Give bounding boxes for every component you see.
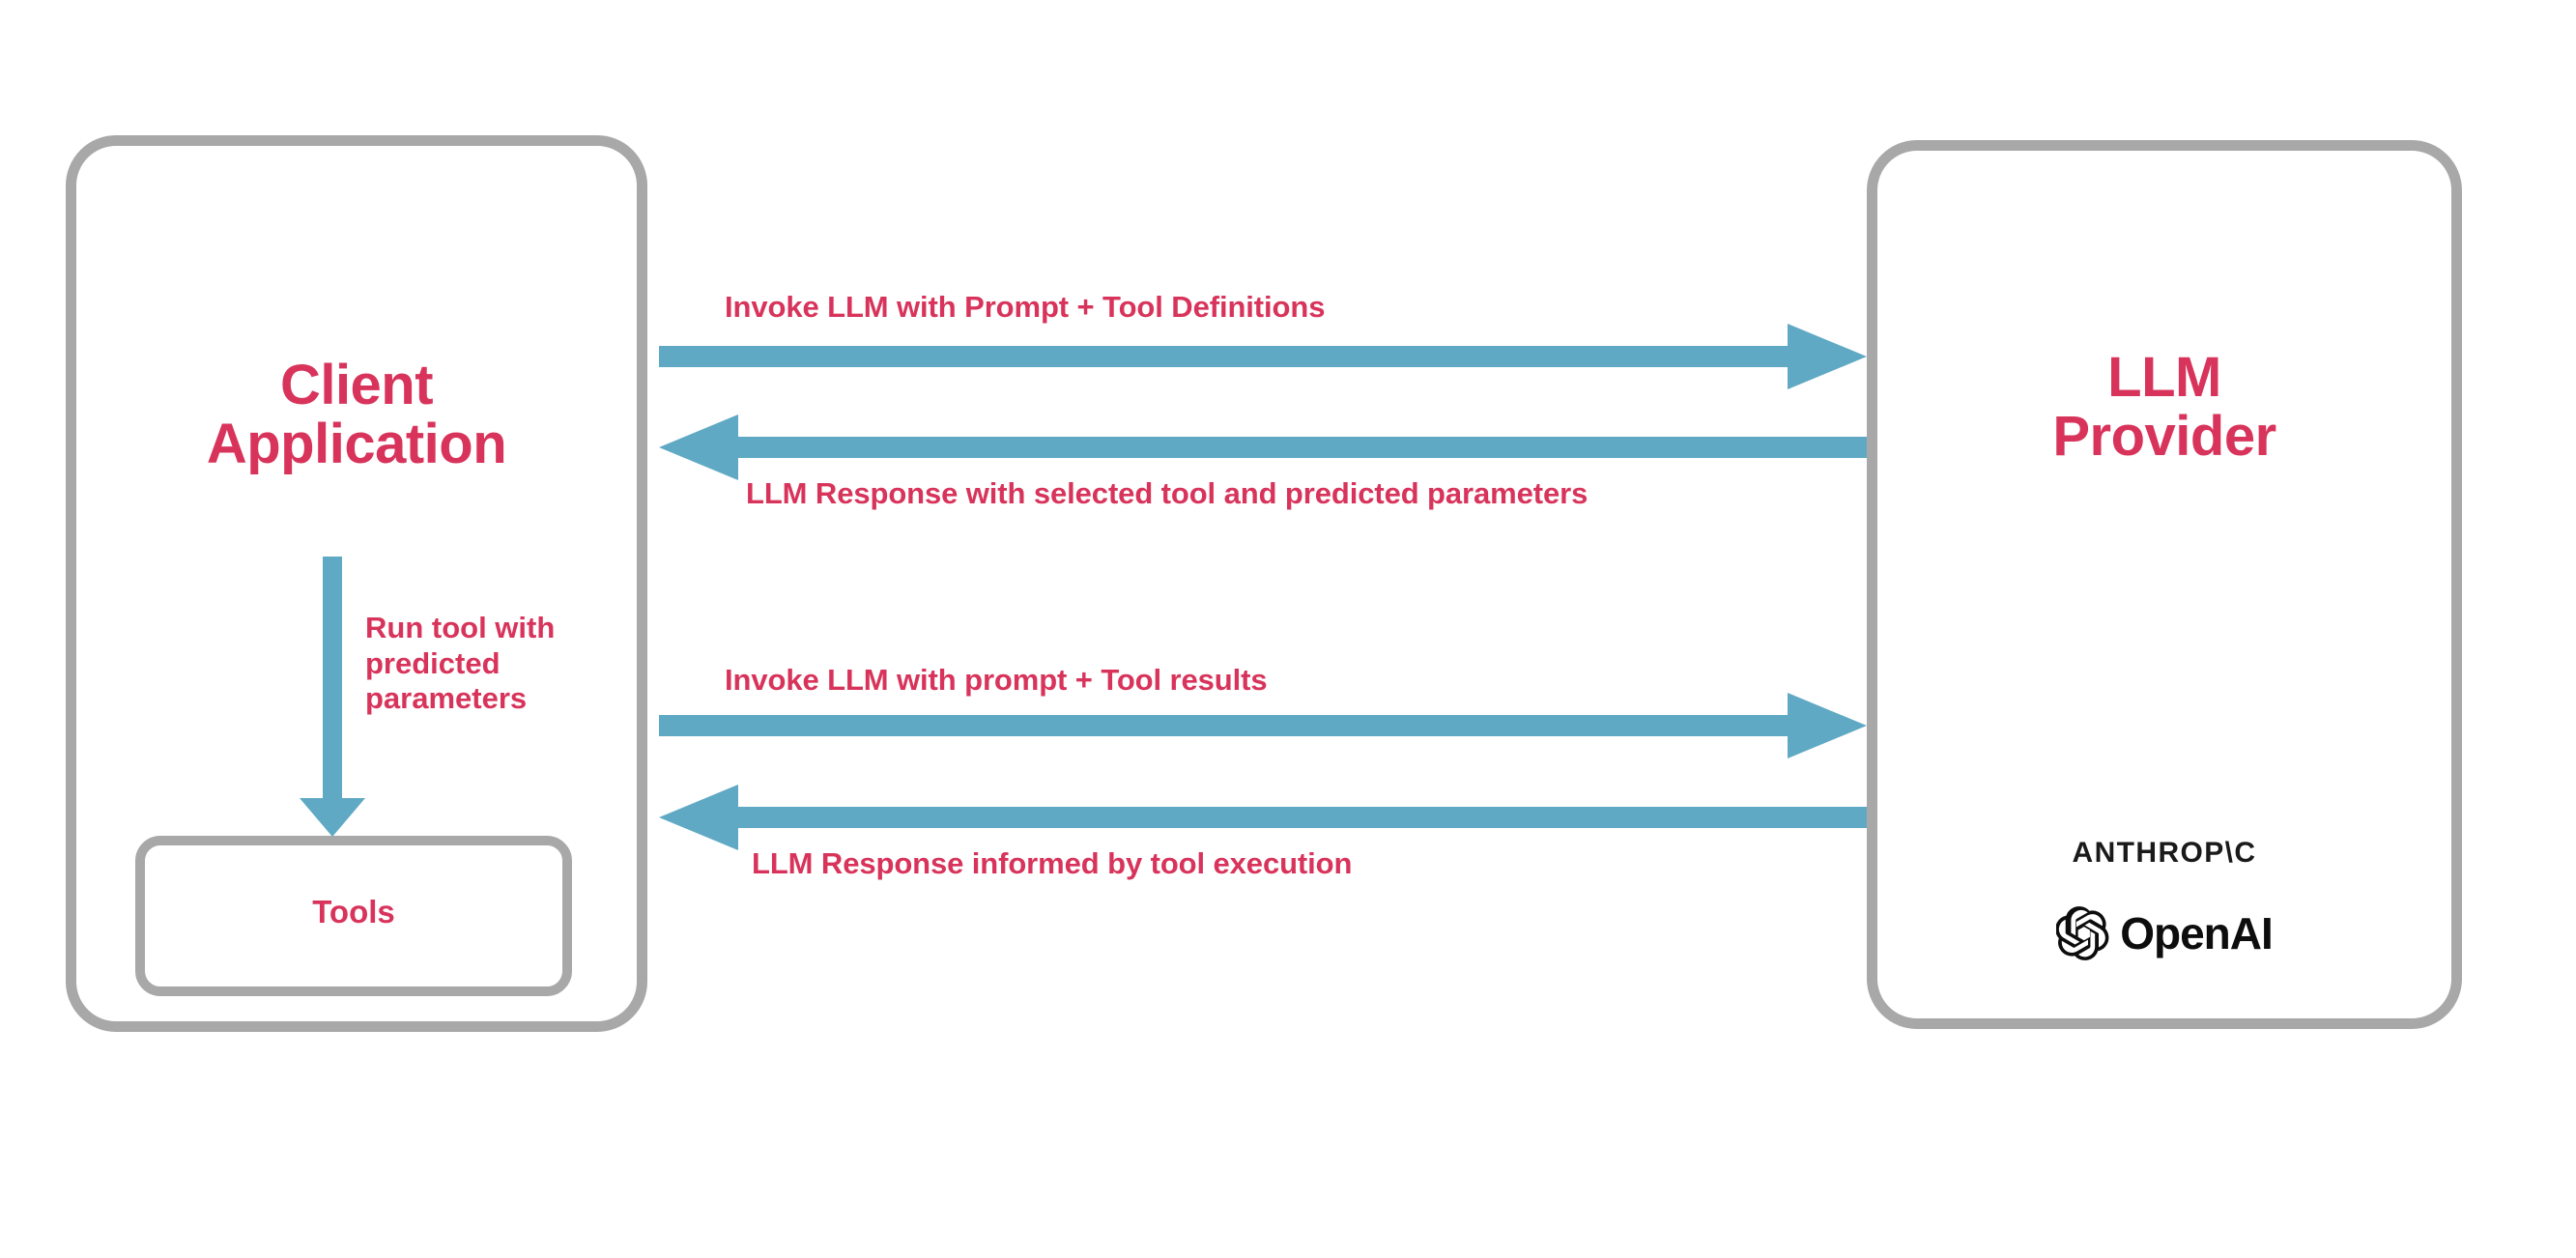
tools-node[interactable]	[135, 836, 572, 996]
openai-wordmark: OpenAI	[2120, 908, 2274, 958]
arrow-invoke-llm-with-prompt-and-tool-definitions	[659, 324, 1867, 389]
tools-node-label: Tools	[312, 894, 395, 929]
arrow-llm-response-with-selected-tool	[659, 415, 1867, 480]
client-application-title: Client Application	[206, 354, 507, 476]
anthropic-wordmark: ANTHROP\C	[2072, 837, 2257, 869]
llm-provider-title: LLM Provider	[2052, 346, 2276, 469]
llm-provider-node[interactable]	[1867, 140, 2462, 1029]
arrow-invoke-llm-with-prompt-and-tool-results	[659, 693, 1867, 758]
openai-logo: OpenAI	[1886, 906, 2443, 960]
arrow-label-response-2: LLM Response informed by tool execution	[752, 846, 1353, 880]
arrow-label-run-tool: Run tool with predicted parameters	[365, 611, 556, 716]
openai-knot-icon	[2056, 906, 2109, 960]
arrow-label-response-1: LLM Response with selected tool and pred…	[746, 476, 1589, 510]
arrow-llm-response-informed-by-tool-execution	[659, 785, 1867, 850]
arrow-label-invoke-1: Invoke LLM with Prompt + Tool Definition…	[725, 290, 1326, 324]
arrow-label-invoke-2: Invoke LLM with prompt + Tool results	[725, 663, 1268, 697]
